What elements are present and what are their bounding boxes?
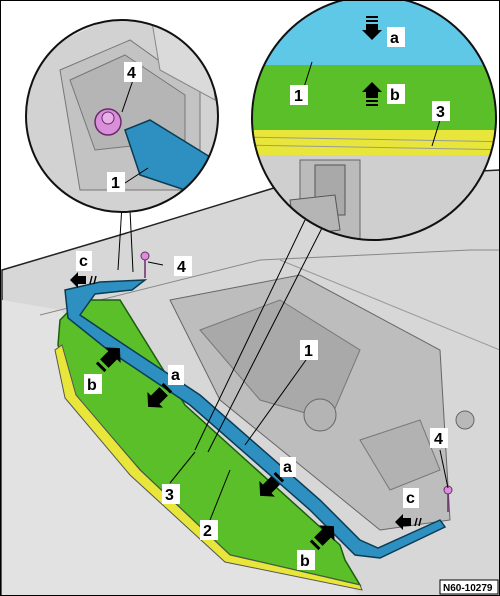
label-direction-a-left: a (171, 367, 180, 384)
arrow-b-left (95, 347, 121, 373)
label-direction-b-right: b (300, 553, 310, 570)
direction-arrows (70, 16, 422, 551)
arrow-b-detail (362, 82, 382, 106)
label-seal-carrier-main: 1 (304, 343, 313, 360)
arrow-b-right (309, 525, 335, 551)
label-direction-c-top: c (79, 253, 88, 270)
label-clip-detail: 4 (127, 65, 136, 82)
detail-circle-left (25, 19, 219, 213)
label-sunroof-panel: 2 (203, 523, 212, 540)
sunroof-panel-frame (54, 299, 363, 591)
label-seal-carrier-detail: 1 (111, 175, 120, 192)
labels: 4 1 a 1 b 3 c 4 1 a b a 4 3 c 2 b (76, 27, 450, 570)
arrow-c-top (70, 272, 97, 288)
label-direction-c-right: c (406, 490, 415, 507)
arrow-a-left (147, 382, 173, 408)
label-direction-b-detail: b (390, 87, 400, 104)
label-clip-right: 4 (434, 431, 443, 448)
label-clip-top: 4 (177, 259, 186, 276)
seal-carrier-strip (64, 279, 447, 559)
label-direction-a-detail: a (390, 30, 399, 47)
arrow-a-detail (362, 16, 382, 40)
label-direction-b-left: b (87, 377, 97, 394)
label-seal-carrier-right: 1 (294, 88, 303, 105)
clip-top (140, 251, 150, 278)
arrow-c-right (395, 514, 422, 530)
reference-box: N60-10279 (439, 579, 499, 595)
reference-number: N60-10279 (443, 583, 493, 594)
callout-leaders (117, 204, 323, 453)
label-direction-a-right: a (283, 459, 292, 476)
arrow-a-right (259, 471, 285, 497)
label-edge-seal-main: 3 (165, 487, 174, 504)
label-edge-seal-detail: 3 (436, 104, 445, 121)
